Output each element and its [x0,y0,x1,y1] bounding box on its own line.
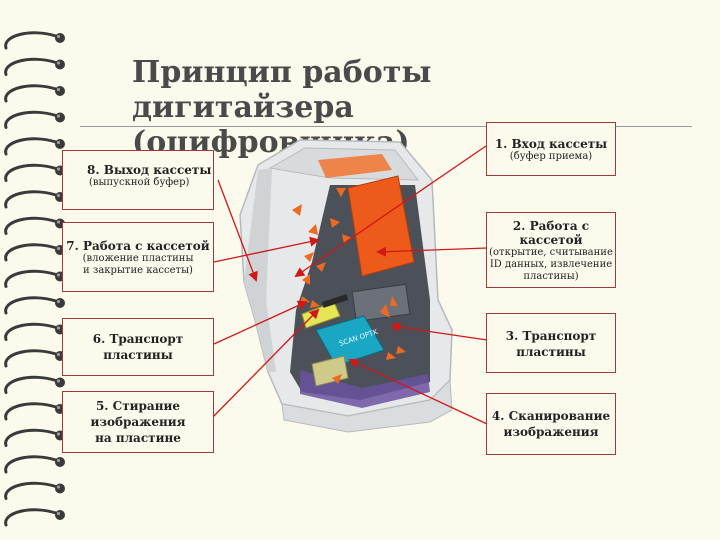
label-1-head: 1. Вход кассеты [494,137,608,151]
scanner-unit [315,315,385,367]
label-5-line-1: 5. Стирание [95,399,181,413]
label-2-sub-1: (открытие, считывание [489,247,613,258]
spiral-ring [4,110,65,129]
label-image-scanning: 4. Сканирование изображения [486,393,616,455]
label-6-line-2: пластины [103,348,173,362]
label-5-line-3: на пластине [95,431,181,445]
label-cassette-input: 1. Вход кассеты (буфер приема) [486,122,616,176]
pointer-2 [376,246,488,257]
label-6-line-1: 6. Транспорт [92,332,184,346]
label-3-line-2: пластины [516,345,586,359]
label-plate-transport-3: 3. Транспорт пластины [486,313,616,373]
spiral-binding [4,31,65,527]
label-4-line-2: изображения [503,425,599,439]
pointer-4 [348,358,488,425]
label-cassette-handling-close: 7. Работа с кассетой (вложение пластины … [62,222,214,292]
spiral-ring [4,296,65,315]
spiral-ring [4,508,65,527]
spiral-ring [4,57,65,76]
label-cassette-handling-open: 2. Работа с кассетой (открытие, считыван… [486,212,616,288]
label-2-head: 2. Работа с кассетой [512,219,590,247]
label-2-sub-2: ID данных, извлечение [489,259,613,270]
pointer-8 [217,179,258,282]
page-title: Принцип работы дигитайзера (оцифровщика) [132,55,612,160]
device-base [281,378,453,433]
label-3-line-1: 3. Транспорт [505,329,597,343]
pointer-3 [390,322,488,341]
pointer-6 [213,300,308,345]
spiral-ring [4,137,65,156]
label-1-sub: (буфер приема) [509,151,593,162]
label-5-line-2: изображения [90,415,186,429]
label-7-sub-1: (вложение пластины [82,253,194,264]
label-7-head: 7. Работа с кассетой [66,239,210,253]
spiral-ring [4,481,65,500]
label-image-erasing: 5. Стирание изображения на пластине [62,391,214,453]
label-cassette-output: 8. Выход кассеты (выпускной буфер) [62,150,214,210]
spiral-ring [4,31,65,50]
label-2-sub-3: пластины) [523,271,579,282]
pointer-1 [294,145,487,278]
pointer-5 [209,308,320,421]
label-plate-transport-6: 6. Транспорт пластины [62,318,214,376]
device-side-panel [244,168,276,372]
pointer-7 [213,236,320,263]
title-divider [80,126,692,127]
spiral-ring [4,375,65,394]
spiral-ring [4,84,65,103]
title-line-1: Принцип работы дигитайзера [132,55,432,125]
label-4-line-1: 4. Сканирование [491,409,611,423]
label-8-head: 8. Выход кассеты [87,163,212,177]
label-8-sub: (выпускной буфер) [89,177,190,188]
spiral-ring [4,455,65,474]
label-7-sub-2: и закрытие кассеты) [83,265,193,276]
